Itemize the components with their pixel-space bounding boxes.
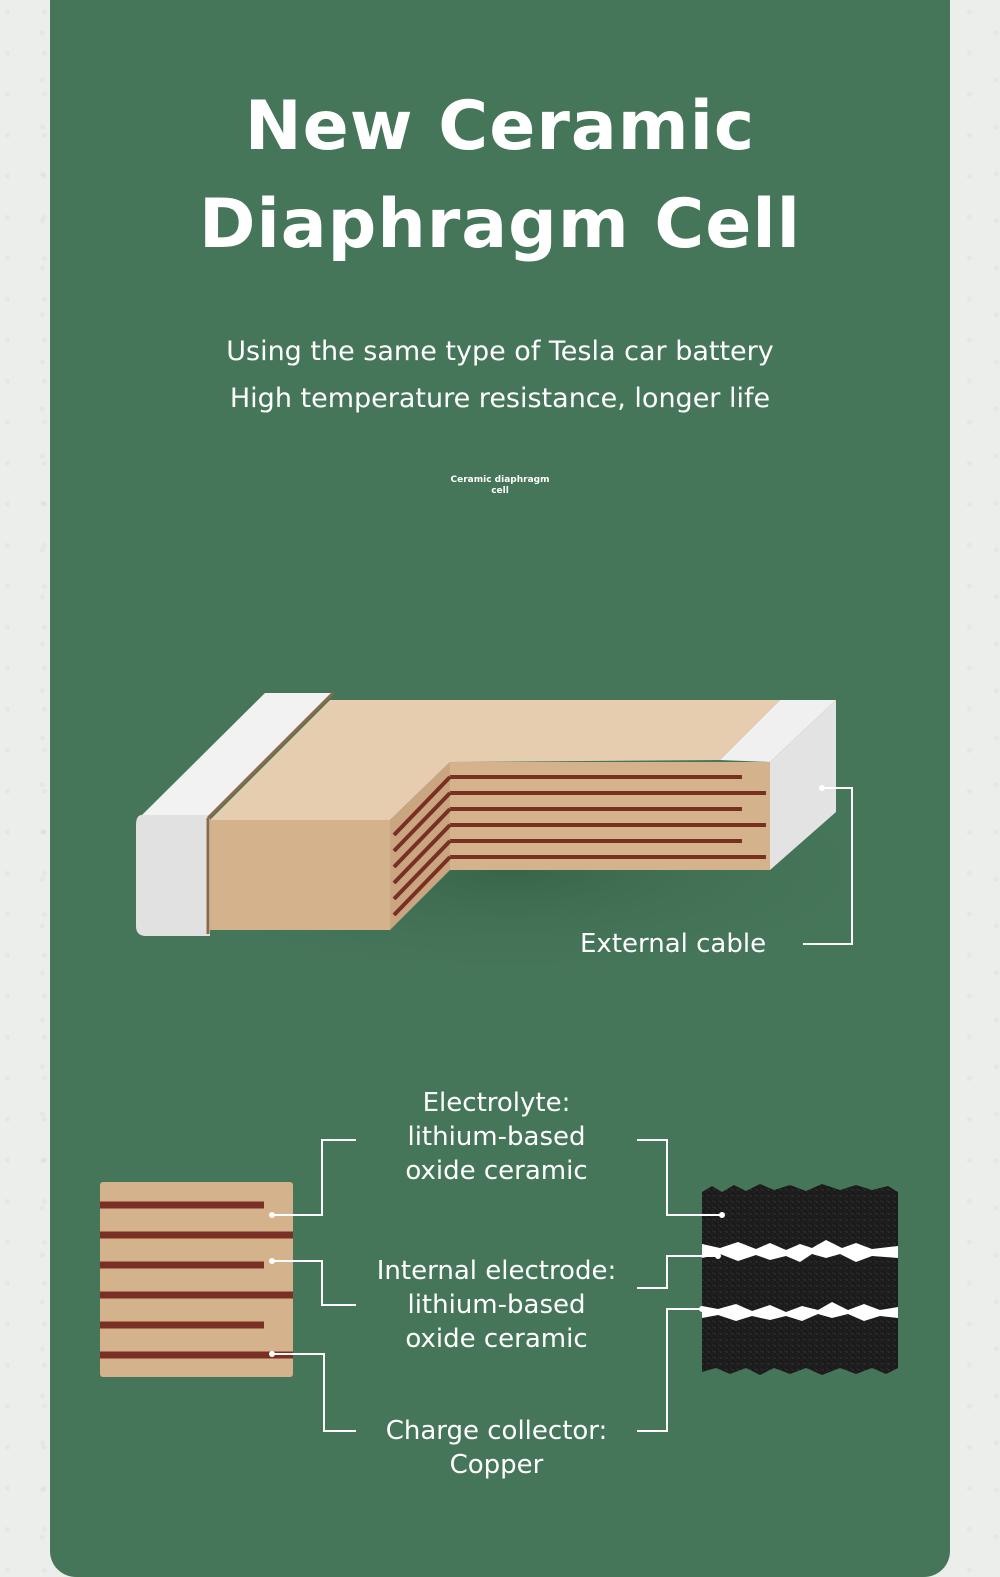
left-terminal-top bbox=[142, 693, 333, 815]
charge-collector-line-1: Charge collector: bbox=[385, 1416, 608, 1446]
internal-electrode-line-3: oxide ceramic bbox=[405, 1324, 588, 1354]
external-cable-text: External cable bbox=[580, 929, 767, 959]
subtitle-line-2: High temperature resistance, longer life bbox=[229, 383, 771, 414]
cell-electrode-stripes bbox=[450, 775, 766, 859]
small-caption: Ceramic diaphragm cell bbox=[430, 475, 570, 497]
cell-layered-front bbox=[450, 762, 770, 870]
small-caption-line-1: Ceramic diaphragm bbox=[450, 475, 550, 485]
small-caption-line-2: cell bbox=[491, 486, 509, 496]
external-cable-label: External cable bbox=[580, 927, 766, 961]
electrolyte-line-3: oxide ceramic bbox=[405, 1156, 588, 1186]
electrolyte-label: Electrolyte: lithium-based oxide ceramic bbox=[356, 1086, 637, 1188]
ceramic-cell-3d bbox=[136, 691, 836, 936]
internal-electrode-line-2: lithium-based bbox=[407, 1290, 586, 1320]
electrolyte-line-2: lithium-based bbox=[407, 1122, 586, 1152]
left-terminal-front bbox=[136, 815, 210, 936]
cell-step-stripes bbox=[392, 775, 452, 917]
cell-left-front bbox=[205, 820, 390, 930]
callout-leaders bbox=[272, 1139, 722, 1432]
layer-cross-section bbox=[100, 1182, 293, 1377]
right-terminal-top bbox=[720, 700, 836, 762]
cell-top-surface bbox=[210, 700, 780, 820]
page-title: New Ceramic Diaphragm Cell bbox=[0, 78, 1000, 274]
title-line-1: New Ceramic bbox=[244, 87, 756, 166]
internal-electrode-label: Internal electrode: lithium-based oxide … bbox=[356, 1254, 637, 1356]
right-terminal-side bbox=[770, 700, 836, 870]
internal-electrode-line-1: Internal electrode: bbox=[376, 1256, 617, 1286]
external-cable-leader bbox=[803, 787, 853, 945]
charge-collector-label: Charge collector: Copper bbox=[356, 1414, 637, 1482]
callout-dots bbox=[269, 1212, 725, 1357]
charge-collector-line-2: Copper bbox=[449, 1450, 544, 1480]
subtitle-line-1: Using the same type of Tesla car battery bbox=[226, 336, 774, 367]
title-line-2: Diaphragm Cell bbox=[199, 185, 801, 264]
electrode-micrograph bbox=[702, 1184, 898, 1375]
electrolyte-line-1: Electrolyte: bbox=[422, 1088, 571, 1118]
subtitle: Using the same type of Tesla car battery… bbox=[0, 328, 1000, 422]
